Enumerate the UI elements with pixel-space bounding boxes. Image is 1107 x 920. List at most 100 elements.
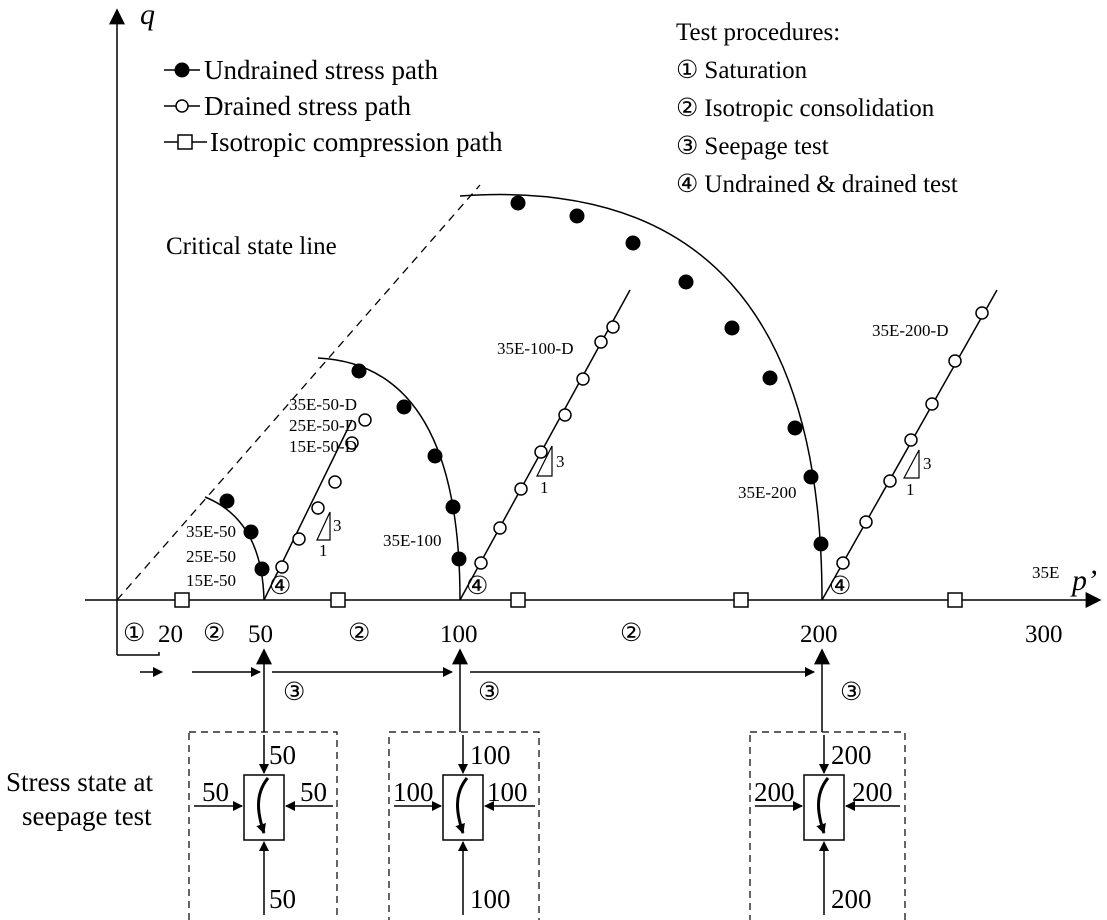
stress-box-200: 200 200 200 200 — [749, 731, 906, 920]
undrained-point — [510, 195, 526, 211]
seepage-flow-arrow — [455, 777, 469, 834]
stress-box-frame — [188, 731, 338, 920]
procedures-title: Test procedures: — [676, 19, 840, 46]
drained-point — [558, 408, 572, 422]
tick-label-100: 100 — [440, 621, 478, 648]
legend-marker-open-circle — [175, 99, 189, 113]
label-drained-50-b: 25E-50-D — [289, 416, 357, 435]
seepage-flow-arrow — [256, 777, 270, 834]
legend-marker-filled-circle — [174, 62, 190, 78]
undrained-point — [254, 561, 270, 577]
drained-point — [514, 482, 528, 496]
step-three-mark: ③ — [840, 679, 862, 706]
legend-marker-open-square — [177, 134, 193, 150]
compression-point — [174, 592, 190, 608]
label-drained-200: 35E-200-D — [872, 321, 948, 340]
stress-value-left: 200 — [754, 777, 795, 807]
stress-value-right: 200 — [852, 777, 893, 807]
label-drained-50-a: 35E-50-D — [289, 395, 357, 414]
step-label: Isotropic consolidation — [704, 95, 934, 122]
drained-point — [311, 501, 325, 515]
drained-point — [904, 433, 918, 447]
step-four-markers: ④ ④ ④ — [269, 573, 851, 600]
compression-point — [947, 592, 963, 608]
y-axis-label: q — [140, 0, 155, 31]
baseline-label-35e: 35E — [1032, 563, 1059, 582]
step-two-mark: ② — [348, 620, 370, 647]
drained-point — [836, 556, 850, 570]
undrained-point — [451, 551, 467, 567]
undrained-point — [219, 493, 235, 509]
compression-point — [330, 592, 346, 608]
undrained-point — [569, 208, 585, 224]
step-number: ② — [676, 95, 698, 122]
label-undrained-50-c: 15E-50 — [186, 571, 236, 590]
x-axis-label: p’ — [1070, 564, 1097, 597]
step-number: ① — [676, 57, 698, 84]
legend-item-drained: Drained stress path — [164, 91, 411, 121]
drained-point — [859, 515, 873, 529]
compression-point — [733, 592, 749, 608]
drained-point — [345, 436, 359, 450]
drained-point — [606, 320, 620, 334]
process-arrows: ① ② ② ② ③ ③ ③ — [117, 620, 862, 732]
tick-label-300: 300 — [1025, 621, 1063, 648]
stress-box-50: 50 50 50 50 — [188, 731, 338, 920]
stress-value-top: 50 — [269, 740, 296, 770]
undrained-point — [396, 399, 412, 415]
legend-item-undrained: Undrained stress path — [164, 55, 438, 85]
stress-value-bottom: 100 — [470, 884, 511, 914]
undrained-point — [813, 536, 829, 552]
saturation-arrow — [117, 652, 160, 656]
undrained-point — [243, 524, 259, 540]
drained-point — [292, 532, 306, 546]
tick-label-20: 20 — [158, 621, 183, 648]
slope-indicator-50: 3 1 — [316, 511, 342, 560]
undrained-point — [427, 448, 443, 464]
undrained-markers — [219, 195, 829, 577]
slope-indicator-100: 3 1 — [536, 445, 565, 497]
stress-value-bottom: 50 — [269, 884, 296, 914]
slope-run: 1 — [540, 478, 549, 497]
step-number: ③ — [676, 133, 698, 160]
stress-value-bottom: 200 — [831, 884, 872, 914]
slope-run: 1 — [319, 541, 328, 560]
drained-point — [883, 474, 897, 488]
stress-value-left: 100 — [393, 777, 434, 807]
undrained-point — [787, 420, 803, 436]
step-label: Seepage test — [704, 133, 828, 160]
drained-point — [576, 372, 590, 386]
label-undrained-100: 35E-100 — [383, 531, 442, 550]
drained-markers — [275, 306, 989, 574]
undrained-path-100 — [317, 357, 461, 601]
critical-state-line-label: Critical state line — [166, 233, 337, 260]
drained-point — [474, 556, 488, 570]
axes: q p’ 20 50 100 200 300 35E — [85, 0, 1102, 655]
step-label: Undrained & drained test — [704, 171, 957, 198]
critical-state-line — [116, 184, 481, 601]
tick-label-50: 50 — [248, 621, 273, 648]
undrained-path-200 — [459, 193, 823, 601]
stress-value-top: 200 — [831, 740, 872, 770]
slope-rise: 3 — [333, 516, 342, 535]
tick-label-200: 200 — [800, 621, 838, 648]
step-one-mark: ① — [123, 620, 145, 647]
compression-point — [510, 592, 526, 608]
label-undrained-200: 35E-200 — [738, 483, 797, 502]
label-undrained-50-a: 35E-50 — [186, 522, 236, 541]
undrained-point — [625, 235, 641, 251]
drained-point — [493, 521, 507, 535]
path-labels: 35E-50 25E-50 15E-50 35E-50-D 25E-50-D 1… — [186, 321, 948, 590]
stress-value-right: 50 — [300, 777, 327, 807]
stress-value-left: 50 — [202, 777, 229, 807]
label-undrained-50-b: 25E-50 — [186, 547, 236, 566]
legend-label-drained: Drained stress path — [204, 91, 411, 121]
drained-point — [328, 475, 342, 489]
stress-value-top: 100 — [470, 740, 511, 770]
undrained-point — [803, 469, 819, 485]
compression-markers — [174, 592, 963, 608]
